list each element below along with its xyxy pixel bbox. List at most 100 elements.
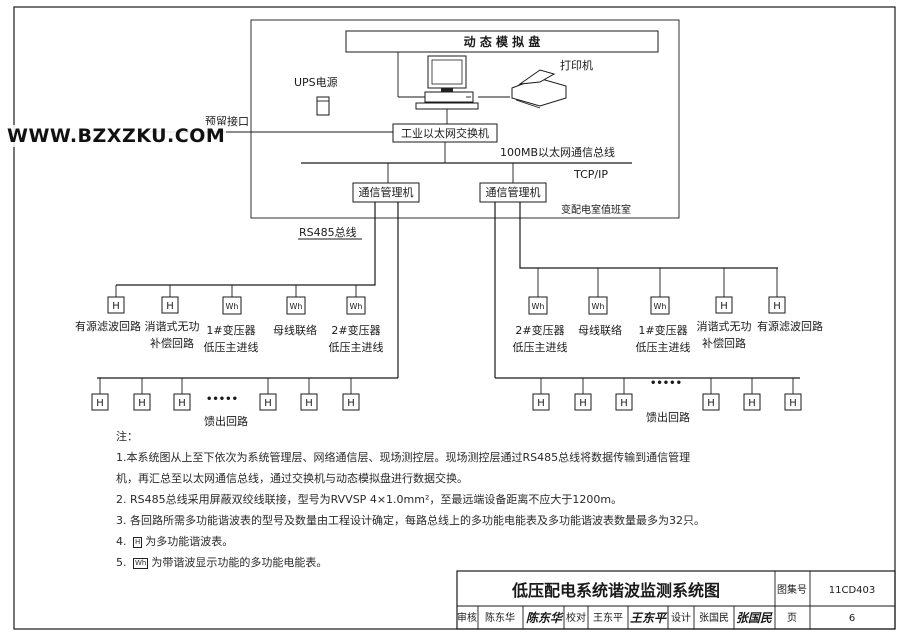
title-block [456,570,896,630]
right-label-t2-1: 2#变压器 [515,323,564,337]
meter-symbol: H [347,398,355,409]
left-meter-bus-tie: Wh [286,296,306,315]
left-meter-active-filter: H [107,296,125,314]
ups-icon [316,96,330,116]
meter-symbol: H [96,398,104,409]
meter-symbol: H [579,398,587,409]
comm-manager-right-box [479,182,547,203]
right-label-bus-tie: 母线联络 [578,323,622,337]
meter-symbol: H [748,398,756,409]
right-ellipsis: ••••• [650,378,682,389]
feeder-meter [702,393,720,411]
left-label-t1-1: 1#变压器 [206,323,255,337]
reviewer-signature: 陈东华 [526,611,564,625]
right-label-active-filter: 有源滤波回路 [757,319,823,333]
feeder-meter [532,393,550,411]
note-5-number: 5. [116,556,127,569]
review-label: 审核 [457,611,477,624]
designer-signature: 张国民 [736,611,773,625]
left-label-t2-2: 低压主进线 [329,340,384,354]
right-label-var-comp-2: 补偿回路 [702,336,746,350]
right-label-t1-1: 1#变压器 [638,323,687,337]
meter-symbol: H [112,301,120,312]
tcpip-label: TCP/IP [573,168,608,181]
right-feeder-meters: H H H H H H [532,393,802,411]
drawing-frame [13,6,896,630]
checker-name: 王东平 [593,611,623,624]
meter-symbol: H [720,301,728,312]
reviewer-name: 陈东华 [485,611,515,624]
rs485-label: RS485总线 [299,225,357,239]
meter-symbol: H [537,398,545,409]
comm-manager-left-label: 通信管理机 [359,185,414,199]
feeder-meter [91,393,109,411]
left-label-bus-tie: 母线联络 [273,323,317,337]
meter-symbol: Wh [226,302,239,311]
meter-symbol: H [620,398,628,409]
meter-symbol: Wh [592,302,605,311]
feeder-meter [173,393,191,411]
printer-label: 打印机 [560,58,593,72]
notes-title: 注： [116,430,138,443]
feeder-meter [743,393,761,411]
page-label: 页 [787,612,797,624]
atlas-number: 11CD403 [829,585,876,596]
meter-symbol: H [773,301,781,312]
right-meter-var-comp: H [715,296,733,314]
left-label-t1-2: 低压主进线 [204,340,259,354]
note-4-text: 为多功能谐波表。 [145,535,234,548]
right-label-t1-2: 低压主进线 [636,340,691,354]
meter-symbol: H [789,398,797,409]
meter-symbol: Wh [290,302,303,311]
meter-symbol: H [166,301,174,312]
design-label: 设计 [671,611,691,624]
left-label-t2-1: 2#变压器 [331,323,380,337]
left-feeder-meters: H H H H H H [91,393,360,411]
ups-label: UPS电源 [294,75,338,89]
left-feeder-label: 馈出回路 [204,414,248,428]
watermark: WWW.BZXZKU.COM [6,125,227,147]
feeder-meter [300,393,318,411]
right-meter-active-filter: H [768,296,786,314]
feeder-meter [133,393,151,411]
note-3: 3. 各回路所需多功能谐波表的型号及数量由工程设计确定，每路总线上的多功能电能表… [116,514,705,527]
note-1a: 1.本系统图从上至下依次为系统管理层、网络通信层、现场测控层。现场测控层通过RS… [116,451,691,464]
designer-name: 张国民 [699,612,729,624]
check-label: 校对 [566,611,586,624]
workstation-icon [397,52,479,110]
note-4-number: 4. [116,535,127,548]
drawing-title: 低压配电系统谐波监测系统图 [511,581,720,600]
meter-symbol: H [178,398,186,409]
feeder-meter [342,393,360,411]
meter-symbol: H [138,398,146,409]
duty-room-frame [250,19,680,219]
feeder-meter [259,393,277,411]
feeder-meter [574,393,592,411]
atlas-number-label: 图集号 [777,583,807,596]
notes-block: 注： 1.本系统图从上至下依次为系统管理层、网络通信层、现场测控层。现场测控层通… [116,426,736,573]
right-label-t2-2: 低压主进线 [513,340,568,354]
right-rs485-network [494,202,800,394]
right-feeder-label: 馈出回路 [646,410,690,424]
note-1b: 机，再汇总至以太网通信总线，通过交换机与动态模拟盘进行数据交换。 [116,472,468,485]
ethernet-switch-label: 工业以太网交换机 [401,126,489,140]
printer-icon [478,69,567,109]
meter-symbol: H [264,398,272,409]
feeder-meter [615,393,633,411]
checker-signature: 王东平 [630,611,668,625]
meter-symbol: Wh [350,302,363,311]
page-number: 6 [849,613,855,624]
right-meter-t2-incoming: Wh [528,296,548,315]
feeder-meter [784,393,802,411]
meter-symbol: Wh [532,302,545,311]
left-ellipsis: ••••• [206,394,238,405]
meter-symbol: H [707,398,715,409]
meter-symbol: H [305,398,313,409]
simulation-panel-label: 动 态 模 拟 盘 [464,34,541,49]
energy-meter-icon: Wh [133,558,149,569]
note-5-text: 为带谐波显示功能的多功能电能表。 [151,556,328,569]
left-label-var-comp-2: 补偿回路 [150,336,194,350]
